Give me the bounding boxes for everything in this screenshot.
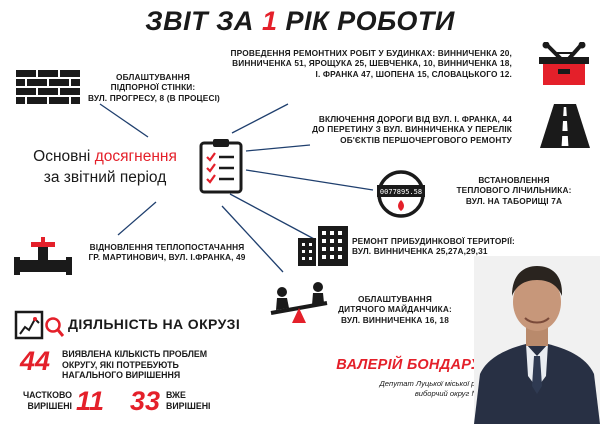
item-line: Облаштування	[358, 294, 432, 304]
analytics-chart-icon	[14, 310, 64, 340]
item-line: підпорної стінки:	[110, 82, 196, 93]
item-line: Проведення ремонтних робіт у будинках: В…	[230, 48, 512, 58]
item-heat-meter: Встановлення теплового лічильника: вул. …	[440, 175, 588, 206]
deputy-role: Депутат Луцької міської ради виборчий ок…	[379, 379, 488, 398]
item-line: вул. Винниченка 25,27А,29,31	[352, 246, 488, 257]
item-line: гр. Мартинович, вул. І.Франка, 49	[88, 252, 246, 263]
checklist-icon	[199, 139, 243, 194]
item-line: Включення дороги від вул. І. Франка, 44	[318, 114, 512, 124]
toolbox-icon	[539, 42, 589, 85]
item-line: теплового лічильника:	[456, 185, 572, 196]
solved-count: 33	[130, 386, 161, 416]
item-line: Винниченка 51, Ярощука 25, Шевченка, 10,…	[232, 58, 512, 69]
item-line: Ремонт прибудинкової території:	[352, 236, 515, 246]
heat-meter-icon: 0077895.58	[377, 170, 425, 218]
page-title: ЗВІТ ЗА 1 РІК РОБОТИ	[145, 6, 455, 36]
item-line: Встановлення	[478, 175, 550, 185]
road-icon	[540, 104, 590, 148]
buildings-icon	[298, 226, 348, 266]
meter-readout: 0077895.58	[380, 188, 422, 196]
main-achievements-heading: Основні досягнення за звітний період	[33, 148, 177, 186]
deputy-photo	[474, 256, 600, 424]
item-yard-repair: Ремонт прибудинкової території: вул. Вин…	[352, 236, 515, 257]
item-line: Облаштування	[116, 72, 190, 82]
portrait-illustration	[474, 266, 600, 424]
item-line: вул. Винниченка 16, 18	[341, 314, 449, 325]
partially-solved-count: 11	[76, 386, 105, 416]
deputy-name: ВАЛЕРІЙ БОНДАРУК	[336, 357, 490, 373]
item-heating-restoration: Відновлення теплопостачання гр. Мартинов…	[74, 242, 260, 263]
problems-description: виявлена кількість проблем округу, які п…	[62, 349, 208, 381]
item-line: дитячого майданчика:	[338, 304, 452, 315]
problems-count: 44	[20, 346, 51, 376]
item-line: до перетину з вул. Винниченка у перелік	[312, 124, 512, 135]
pipe-valve-icon	[14, 237, 72, 275]
item-road-inclusion: Включення дороги від вул. І. Франка, 44 …	[312, 114, 512, 145]
solved-label: вже вирішені	[166, 390, 211, 411]
partially-solved-label: частково вирішені	[22, 390, 72, 411]
item-line: І. Франка 47, Шопена 15, Словацького 12.	[315, 68, 512, 79]
item-house-repairs: Проведення ремонтних робіт у будинках: В…	[231, 48, 512, 79]
item-retaining-wall: Облаштування підпорної стінки: вул. Прог…	[88, 72, 220, 103]
brick-wall-icon	[16, 70, 80, 104]
item-line: вул. на Таборищі 7А	[465, 195, 563, 206]
playground-seesaw-icon	[270, 282, 328, 323]
item-playground: Облаштування дитячого майданчика: вул. В…	[330, 294, 460, 325]
item-line: вул. Прогресу, 8 (в процесі)	[88, 92, 220, 103]
item-line: Відновлення теплопостачання	[89, 242, 245, 252]
item-line: об'єктів першочергового ремонту	[340, 134, 512, 145]
district-activity-heading: ДІЯЛЬНІСТЬ НА ОКРУЗІ	[68, 316, 241, 332]
